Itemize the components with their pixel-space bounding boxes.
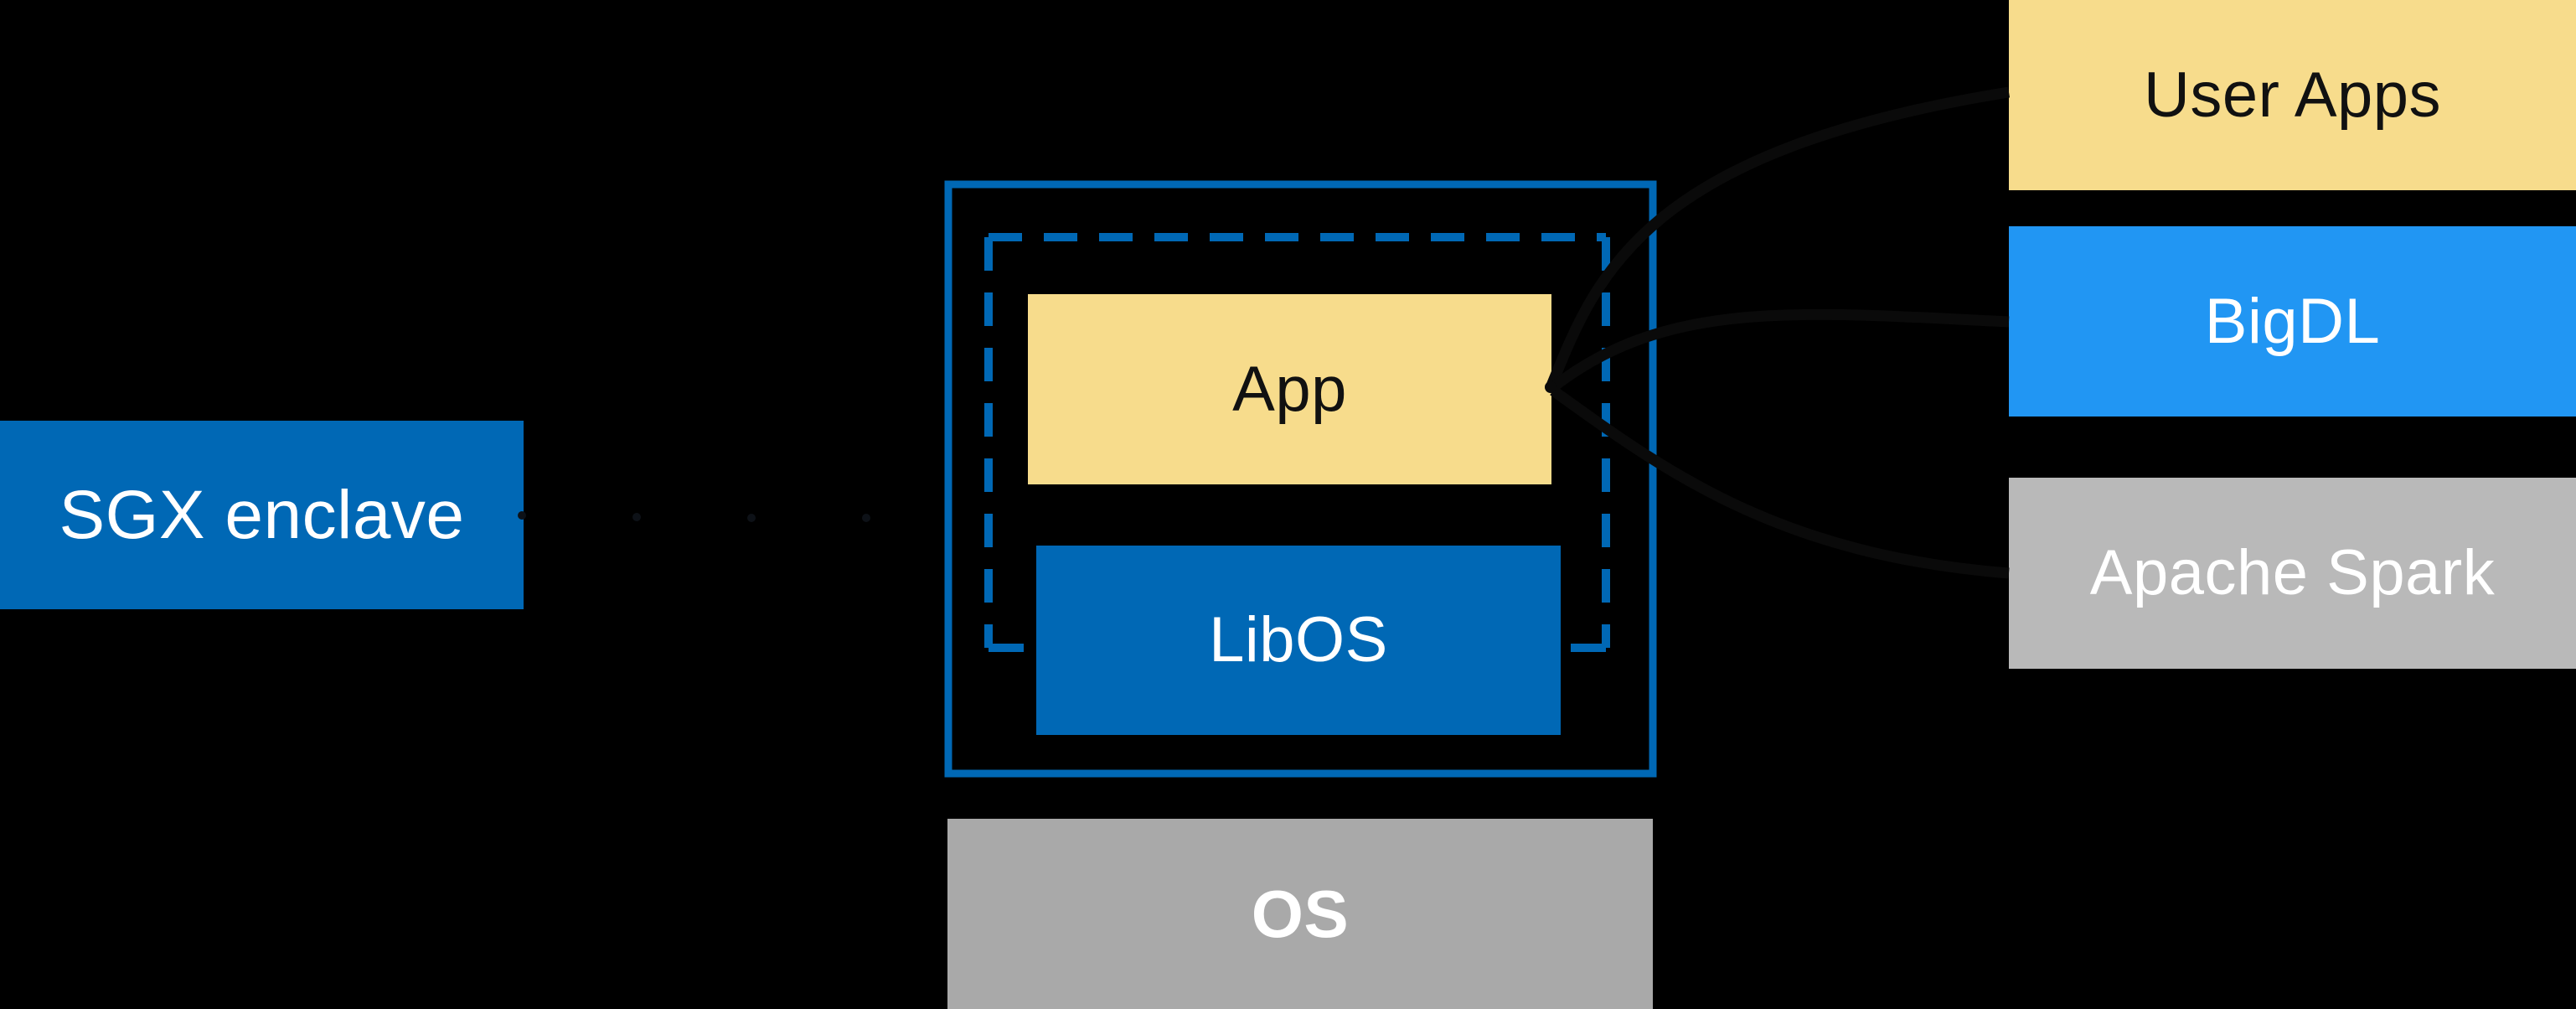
- sgx-leader-dot: [632, 513, 641, 521]
- os-label: OS: [1251, 876, 1350, 951]
- sgx-enclave-box: SGX enclave: [0, 421, 524, 609]
- bigdl-label: BigDL: [2204, 285, 2381, 357]
- user-apps-box: User Apps: [2009, 0, 2576, 190]
- leader-curve-user-apps: [1546, 86, 2011, 388]
- libos-box: LibOS: [1036, 546, 1561, 735]
- app-label: App: [1232, 353, 1347, 425]
- bigdl-box: BigDL: [2009, 226, 2576, 417]
- user-apps-label: User Apps: [2143, 59, 2442, 131]
- apache-spark-label: Apache Spark: [2089, 537, 2496, 608]
- os-box: OS: [947, 819, 1653, 1009]
- leader-curve-bigdl: [1550, 308, 2010, 392]
- leader-curve-apache-spark: [1550, 385, 2010, 579]
- libos-label: LibOS: [1209, 604, 1388, 675]
- app-box: App: [1028, 294, 1551, 484]
- apache-spark-box: Apache Spark: [2009, 478, 2576, 669]
- sgx-leader-dot: [862, 514, 870, 522]
- sgx-leader-dot: [747, 514, 756, 522]
- sgx-enclave-label: SGX enclave: [59, 476, 465, 553]
